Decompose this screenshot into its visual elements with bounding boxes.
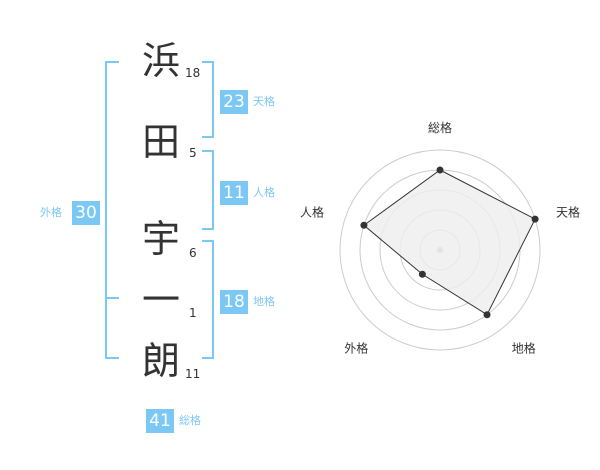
radar-grid-ring xyxy=(399,209,481,291)
radar-series-area xyxy=(363,169,536,316)
jinkaku-bracket-bottom xyxy=(202,228,214,230)
stroke-count-3: 6 xyxy=(189,246,197,260)
radar-axis-label-2: 天格 xyxy=(556,204,580,219)
radar-grid-ring xyxy=(379,189,501,311)
tenkaku-bracket-bottom xyxy=(202,136,214,138)
stroke-count-2: 5 xyxy=(189,146,197,160)
radar-axis-label-5: 人格 xyxy=(300,204,324,219)
gaikaku-label: 外格 xyxy=(40,206,62,219)
stroke-count-4: 1 xyxy=(189,306,197,320)
soukaku-value-box: 41 xyxy=(146,409,174,433)
jinkaku-bracket-top xyxy=(202,150,214,152)
radar-point-2 xyxy=(531,215,539,223)
radar-axis-label-4: 外格 xyxy=(344,341,368,356)
stroke-count-5: 11 xyxy=(185,367,201,381)
radar-axis-label-3: 地格 xyxy=(512,341,536,356)
outer-bracket-tick-surname xyxy=(105,297,119,299)
name-char-3: 宇 xyxy=(142,217,181,261)
radar-grid-ring xyxy=(419,229,461,271)
tenkaku-bracket-top xyxy=(202,61,214,63)
jinkaku-bracket xyxy=(212,150,214,230)
tenkaku-value-box: 23 xyxy=(220,90,248,114)
tenkaku-label: 天格 xyxy=(253,95,275,108)
radar-point-1 xyxy=(436,166,444,174)
chikaku-bracket-top xyxy=(202,240,214,242)
outer-bracket-bottom xyxy=(105,357,119,359)
tenkaku-bracket xyxy=(212,61,214,138)
radar-point-5 xyxy=(360,221,368,229)
radar-grid-ring xyxy=(359,169,521,331)
radar-grid-ring xyxy=(339,149,541,351)
radar-axis-label-1: 総格 xyxy=(428,120,452,135)
radar-point-3 xyxy=(483,311,491,319)
stroke-count-1: 18 xyxy=(185,66,201,80)
name-char-2: 田 xyxy=(142,120,181,164)
jinkaku-label: 人格 xyxy=(253,186,275,199)
outer-bracket-top xyxy=(105,61,119,63)
gaikaku-value-box: 30 xyxy=(72,201,100,225)
chikaku-bracket-bottom xyxy=(202,357,214,359)
name-char-1: 浜 xyxy=(142,39,181,83)
chikaku-label: 地格 xyxy=(253,295,275,308)
chikaku-bracket xyxy=(212,240,214,359)
radar-center-dot xyxy=(437,247,443,253)
jinkaku-value-box: 11 xyxy=(220,181,248,205)
outer-bracket-vertical xyxy=(105,61,107,359)
name-char-4: 一 xyxy=(142,278,181,322)
soukaku-label: 総格 xyxy=(179,414,201,427)
chikaku-value-box: 18 xyxy=(220,290,248,314)
radar-point-4 xyxy=(418,270,426,278)
name-char-5: 朗 xyxy=(142,339,181,383)
